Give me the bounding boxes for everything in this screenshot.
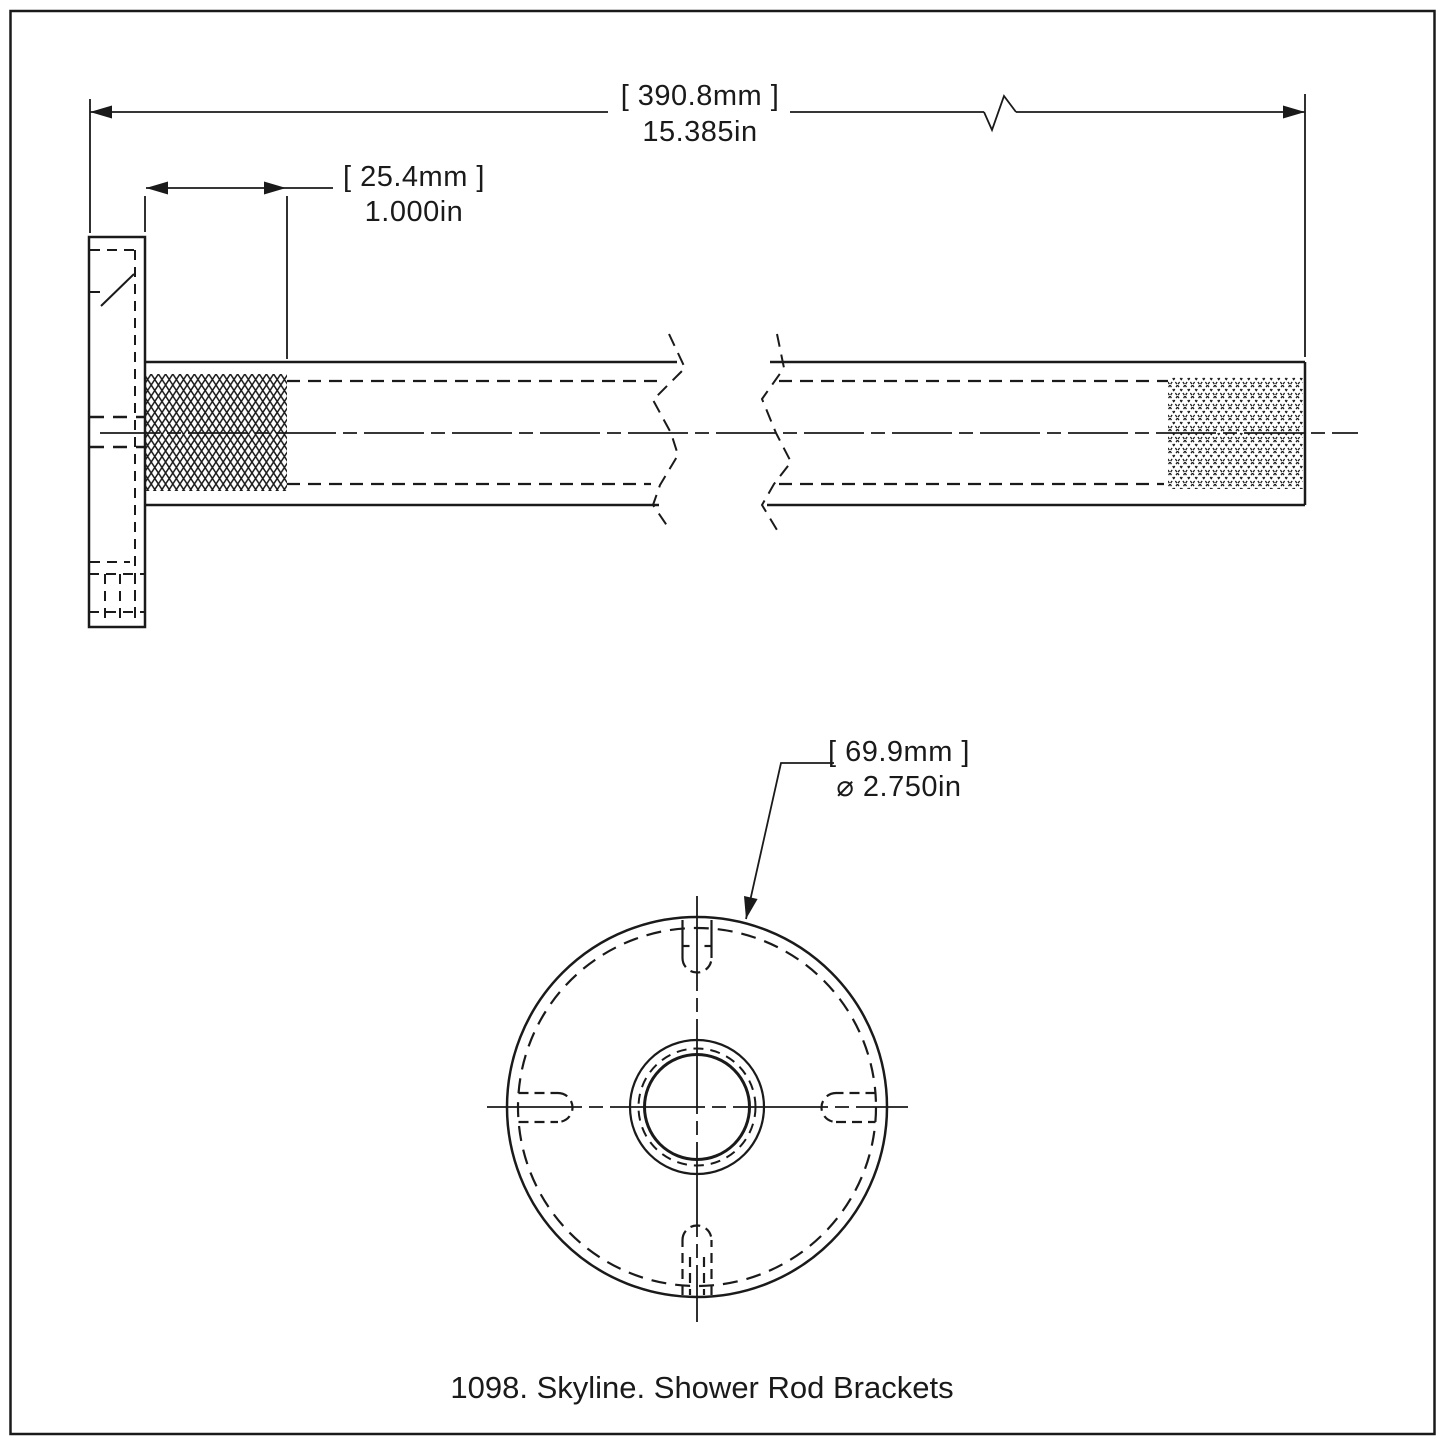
flange-diameter-metric: [ 69.9mm ]: [828, 736, 970, 768]
flange-chamfer-line: [100, 273, 135, 307]
thread-length-metric: [ 25.4mm ]: [343, 161, 485, 193]
flange-bore-hidden-lines: [90, 415, 145, 449]
arrowhead-right: [1283, 105, 1305, 119]
slot-bottom: [681, 1224, 713, 1295]
thread-length-label: [ 25.4mm ] 1.000in: [343, 160, 485, 230]
dimension-break-symbol: [983, 94, 1017, 133]
overall-length-dimension: [89, 94, 1306, 357]
overall-length-imperial: 15.385in: [642, 116, 758, 148]
overall-length-metric: [ 390.8mm ]: [620, 80, 780, 112]
break-line-right: [760, 333, 793, 531]
break-lines: [651, 333, 793, 531]
slot-right: [820, 1091, 876, 1124]
flange-hidden-lines: [89, 249, 144, 625]
flange-outline: [87, 235, 147, 629]
drawing-caption: 1098. Skyline. Shower Rod Brackets: [450, 1370, 954, 1405]
overall-length-lines: [89, 94, 1306, 357]
slot-top: [681, 920, 713, 974]
rod-bore-hidden-lines: [287, 379, 1168, 486]
thread-length-imperial: 1.000in: [364, 196, 464, 228]
thread-length-dimension: [144, 181, 333, 359]
arrowhead-left: [90, 105, 112, 119]
rod-outline: [145, 360, 1307, 507]
front-view-centerlines: [487, 896, 908, 1322]
sheet-border: [9, 9, 1436, 1436]
side-view-flange: [87, 235, 147, 629]
leader-line: [745, 762, 834, 920]
diameter-leader: [744, 762, 834, 920]
flange-diameter-label: [ 69.9mm ] ⌀ 2.750in: [828, 735, 970, 805]
arrowhead-left: [146, 181, 168, 195]
thread-length-lines: [144, 187, 333, 359]
leader-arrowhead: [744, 896, 758, 919]
front-view: [487, 896, 908, 1322]
flange-diameter-imperial: ⌀ 2.750in: [836, 771, 962, 803]
arrowhead-right: [264, 181, 286, 195]
side-view: [87, 235, 1358, 629]
slot-left: [518, 1091, 574, 1124]
break-line-left: [651, 333, 687, 531]
overall-length-label: [ 390.8mm ] 15.385in: [621, 78, 780, 150]
